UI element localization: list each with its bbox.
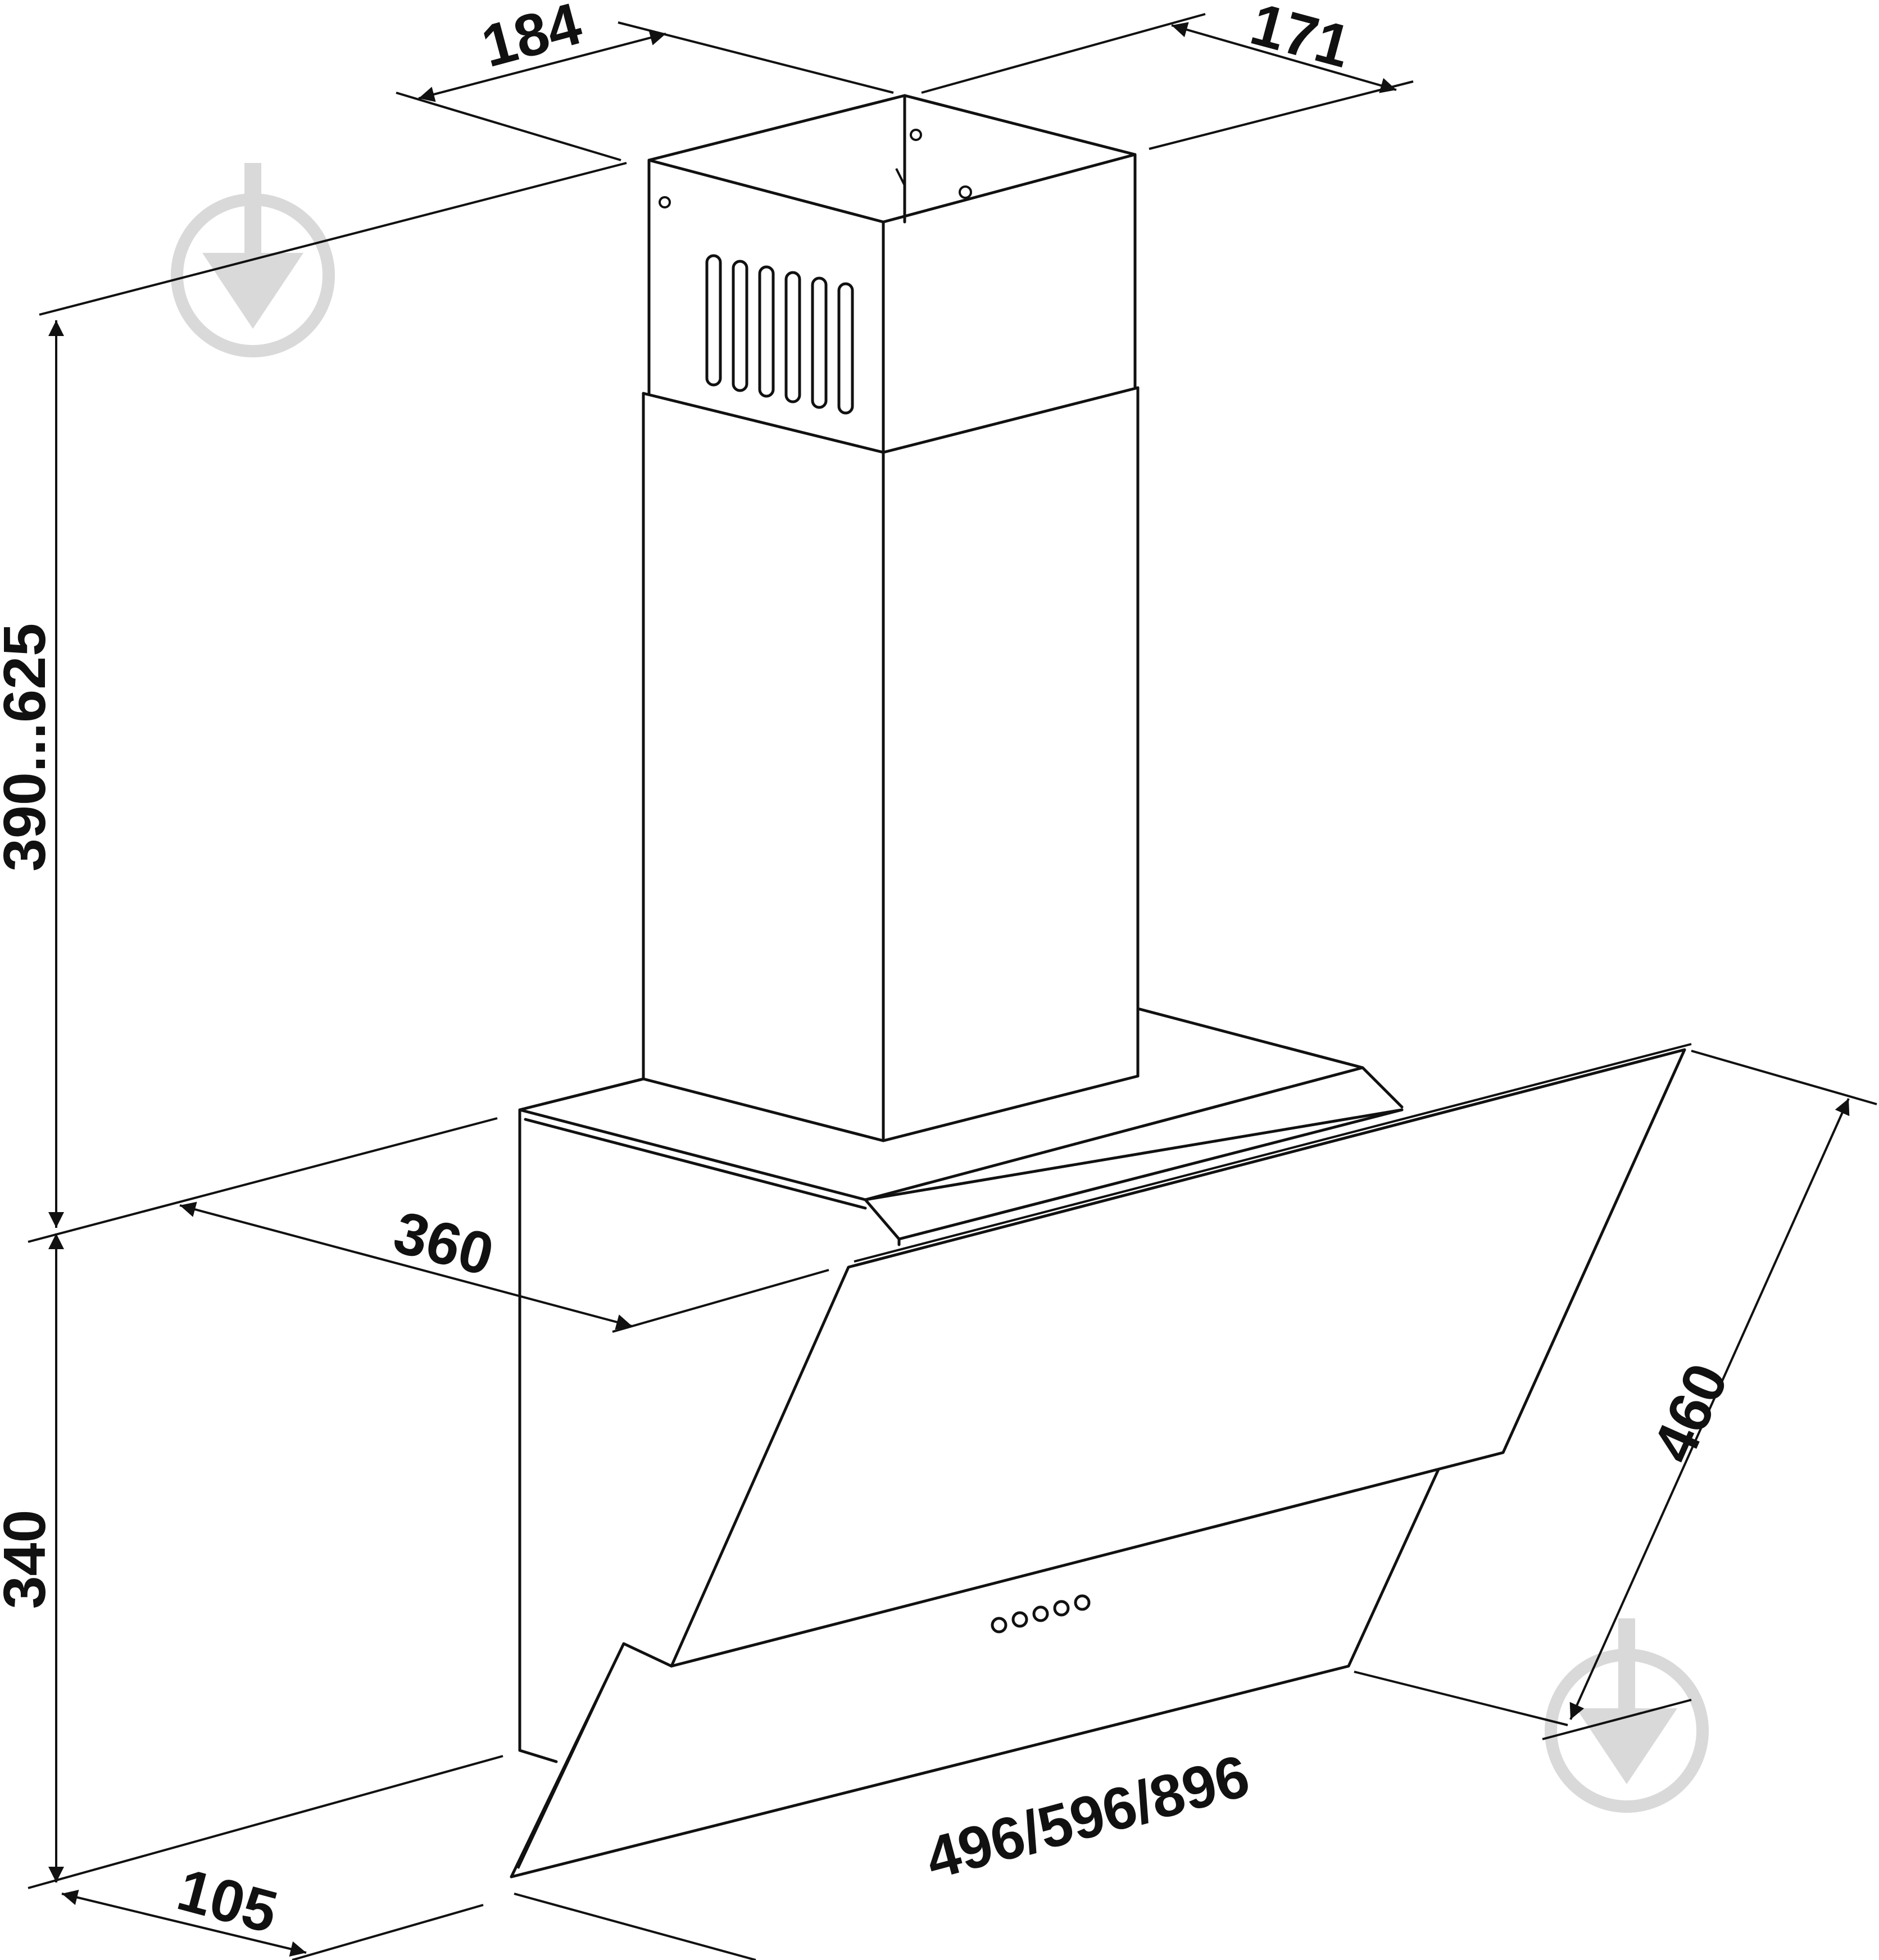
- dimension-lines: [48, 22, 1850, 1957]
- label-chimney-height: 390...625: [0, 623, 58, 872]
- label-wall-offset: 105: [171, 1856, 284, 1946]
- label-chimney-depth: 184: [475, 0, 588, 80]
- hood-lower-glass-panel: [510, 1468, 1440, 1879]
- label-width-options: 496/596/896: [919, 1743, 1256, 1893]
- hood-upper-glass-panel: [670, 1043, 1692, 1668]
- hood-body: [518, 1007, 1404, 1763]
- extension-lines: [28, 13, 1877, 1960]
- chimney-upper-section: [647, 94, 1137, 454]
- label-chimney-width: 171: [1244, 0, 1357, 80]
- watermark-download-icon-top: [171, 163, 335, 357]
- control-buttons: [991, 1594, 1091, 1634]
- chimney-lower-section: [642, 386, 1140, 1142]
- chimney-vent-slots: [705, 254, 854, 415]
- label-hood-height: 340: [0, 1510, 58, 1609]
- label-hood-depth: 360: [387, 1199, 500, 1288]
